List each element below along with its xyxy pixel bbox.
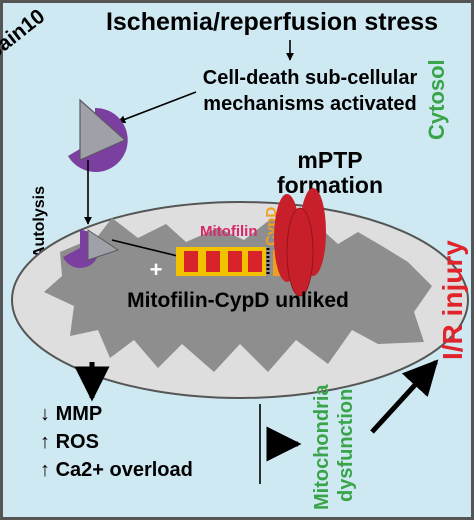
- autolysis-label: Autolysis: [31, 186, 48, 258]
- dysfunction-line1: Mitochondria: [311, 384, 333, 510]
- mitofilin-bar-3: [228, 251, 242, 272]
- effect-ros: ↑ ROS: [40, 431, 99, 453]
- injury-label: I/R injury: [437, 240, 468, 360]
- mitochondrion-cristae: [44, 218, 432, 372]
- mptp-label: mPTP: [297, 147, 362, 173]
- cytosol-label: Cytosol: [424, 59, 449, 140]
- pore-ellipse-3: [286, 207, 314, 297]
- mptp-formation-label: formation: [277, 172, 383, 198]
- calpain-triangle-shape: [79, 98, 127, 161]
- mitofilin-label: Mitofilin: [200, 223, 257, 240]
- mitofilin-bar-2: [206, 251, 220, 272]
- calpain-label: Calpain10: [0, 5, 49, 84]
- dysfunction-line2: dysfunction: [335, 389, 357, 502]
- effect-calcium: ↑ Ca2+ overload: [40, 459, 193, 481]
- effect-mmp: ↓ MMP: [40, 403, 102, 425]
- plus-sign: +: [150, 257, 163, 282]
- mechanisms-line2: mechanisms activated: [203, 93, 416, 115]
- activation-arrow: [117, 91, 197, 124]
- injury-arrow: [370, 359, 439, 434]
- inner-calpain-triangle-shape: [87, 229, 120, 261]
- mitofilin-bar-1: [184, 251, 198, 272]
- mitofilin-bar-4: [248, 251, 262, 272]
- unlinked-label: Mitofilin-CypD unliked: [127, 289, 349, 312]
- mechanisms-line1: Cell-death sub-cellular: [203, 67, 418, 89]
- title-label: Ischemia/reperfusion stress: [106, 8, 438, 36]
